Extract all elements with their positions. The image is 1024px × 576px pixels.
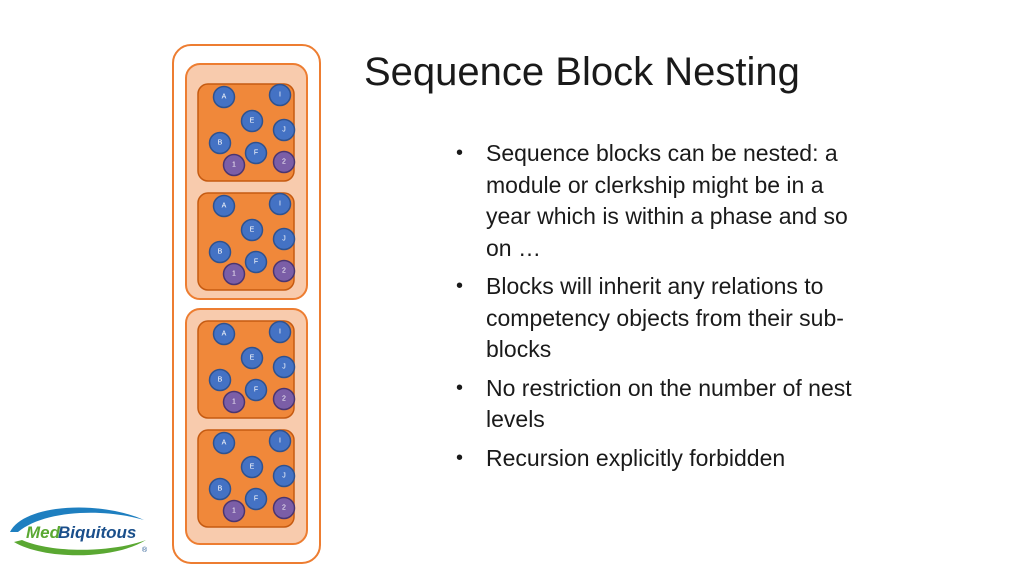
node-label: I: [279, 438, 281, 445]
node-circle: [208, 368, 232, 392]
node-circle: [212, 85, 236, 109]
node-label: J: [282, 127, 286, 134]
node-label: F: [254, 496, 258, 503]
node-circle: [272, 496, 296, 520]
bullet-dot: •: [456, 142, 464, 164]
logo-text-biquitous: Biquitous: [58, 523, 136, 542]
logo-text-med: Med: [26, 523, 61, 542]
node-circle: [272, 118, 296, 142]
node-label: J: [282, 364, 286, 371]
node-label: 1: [232, 399, 236, 406]
bullet-dot: •: [456, 275, 464, 297]
node-label: 1: [232, 271, 236, 278]
node-circle: [222, 262, 246, 286]
node-label: J: [282, 473, 286, 480]
bullet-text: Sequence blocks can be nested: a module …: [486, 140, 848, 261]
node-label: B: [218, 140, 223, 147]
node-circle: [268, 429, 292, 453]
node-label: A: [222, 94, 227, 101]
node-circle: [268, 192, 292, 216]
node-label: I: [279, 201, 281, 208]
node-label: 2: [282, 505, 286, 512]
node-label: 1: [232, 508, 236, 515]
bullet-text: Recursion explicitly forbidden: [486, 444, 786, 471]
node-label: E: [250, 227, 255, 234]
node-circle: [272, 259, 296, 283]
node-label: 2: [282, 159, 286, 166]
logo-swoosh-bottom: [14, 540, 146, 556]
bullet-item: • Recursion explicitly forbidden: [450, 443, 870, 475]
node-label: 2: [282, 396, 286, 403]
bullet-text: No restriction on the number of nest lev…: [486, 374, 852, 433]
node-circle: [208, 240, 232, 264]
node-label: 1: [232, 162, 236, 169]
medbiquitous-logo: Med Biquitous ®: [10, 507, 148, 556]
node-circle: [240, 346, 264, 370]
node-circle: [268, 83, 292, 107]
node-label: E: [250, 355, 255, 362]
node-circle: [208, 131, 232, 155]
node-circle: [268, 320, 292, 344]
bullet-dot: •: [456, 376, 464, 399]
node-circle: [240, 455, 264, 479]
node-circle: [272, 387, 296, 411]
node-circle: [208, 477, 232, 501]
node-circle: [272, 464, 296, 488]
node-label: B: [218, 377, 223, 384]
node-circle: [272, 227, 296, 251]
node-circle: [244, 250, 268, 274]
bullet-text: Blocks will inherit any relations to com…: [486, 273, 844, 362]
node-label: F: [254, 259, 258, 266]
bullet-list: • Sequence blocks can be nested: a module…: [450, 138, 870, 481]
node-label: F: [254, 387, 258, 394]
bullet-item: • Blocks will inherit any relations to co…: [450, 271, 870, 366]
node-label: J: [282, 236, 286, 243]
node-label: A: [222, 203, 227, 210]
node-circle: [240, 109, 264, 133]
node-label: E: [250, 464, 255, 471]
node-circle: [244, 487, 268, 511]
node-label: E: [250, 118, 255, 125]
node-label: I: [279, 329, 281, 336]
node-label: F: [254, 150, 258, 157]
node-label: 2: [282, 268, 286, 275]
node-label: A: [222, 331, 227, 338]
bullet-item: • Sequence blocks can be nested: a module…: [450, 138, 870, 264]
logo-trademark: ®: [142, 546, 148, 554]
node-circle: [222, 499, 246, 523]
node-label: B: [218, 486, 223, 493]
bullet-item: • No restriction on the number of nest le…: [450, 373, 870, 436]
node-circle: [244, 141, 268, 165]
node-circle: [272, 150, 296, 174]
bullet-dot: •: [456, 446, 464, 469]
node-circle: [272, 355, 296, 379]
slide-title: Sequence Block Nesting: [364, 50, 800, 94]
node-label: I: [279, 92, 281, 99]
node-circle: [240, 218, 264, 242]
node-label: B: [218, 249, 223, 256]
node-circle: [212, 194, 236, 218]
node-label: A: [222, 440, 227, 447]
node-circle: [222, 153, 246, 177]
node-circle: [212, 431, 236, 455]
node-circle: [244, 378, 268, 402]
node-circle: [212, 322, 236, 346]
logo-swoosh-top: [10, 507, 144, 532]
node-circle: [222, 390, 246, 414]
outer-block: [172, 44, 321, 564]
